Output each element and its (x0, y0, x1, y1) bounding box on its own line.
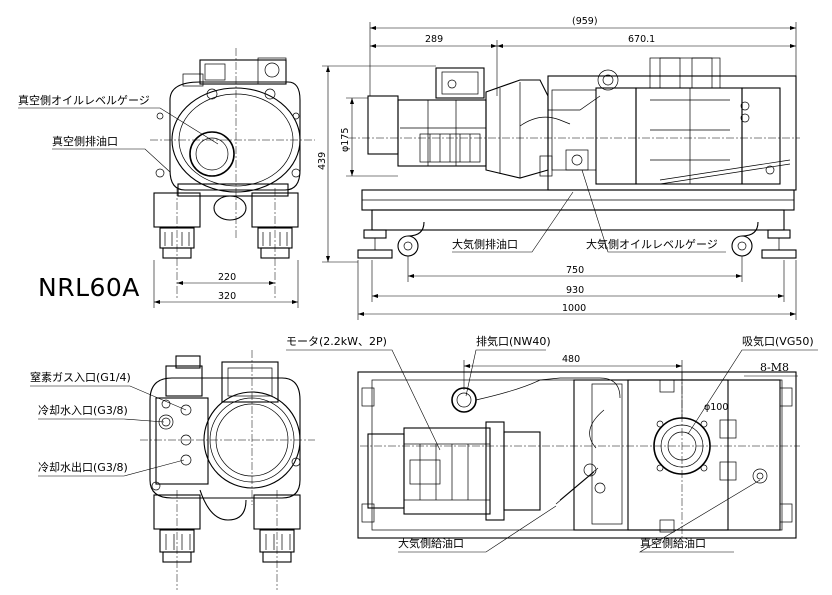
side-view (348, 57, 800, 259)
label-atm-oil-fill: 大気側給油口 (398, 536, 464, 550)
label-nitrogen-gas-inlet: 窒素ガス入口(G1/4) (30, 370, 131, 384)
label-mounting-bolts: 8-M8 (760, 361, 789, 374)
leader-vacuum-oil-level-gauge (18, 107, 219, 145)
label-atm-oil-level-gauge: 大気側オイルレベルゲージ (586, 237, 718, 251)
front-view (150, 48, 315, 300)
label-vacuum-oil-fill: 真空側給油口 (640, 536, 706, 550)
label-atm-oil-drain: 大気側排油口 (452, 237, 518, 251)
leader-cooling-water-inlet (38, 418, 165, 423)
rear-view (140, 350, 315, 590)
top-view (357, 371, 800, 540)
side-dimensions (322, 22, 797, 320)
leader-intake-port (687, 349, 818, 435)
leader-vacuum-oil-drain (52, 148, 171, 173)
dim-pump-outlet (463, 360, 683, 418)
dim-total-length: 1000 (562, 303, 586, 314)
leader-nitrogen-gas-inlet (30, 385, 187, 411)
label-motor: モータ(2.2kW、2P) (286, 335, 387, 348)
label-vacuum-oil-level-gauge: 真空側オイルレベルゲージ (18, 93, 150, 107)
front-dimensions (153, 260, 299, 308)
leader-cooling-water-outlet (38, 459, 185, 477)
leader-exhaust-port (465, 349, 546, 397)
leader-vacuum-oil-fill (638, 479, 761, 553)
dim-wheel-span: 750 (566, 265, 584, 276)
model-title: NRL60A (38, 273, 140, 302)
label-exhaust-port: 排気口(NW40) (476, 334, 551, 348)
leader-atm-oil-fill (398, 505, 557, 553)
label-intake-port: 吸気口(VG50) (742, 334, 814, 348)
dim-base-length: 930 (566, 285, 584, 296)
dim-motor-section: 289 (425, 34, 443, 45)
dim-overall-length: (959) (572, 16, 598, 27)
label-cooling-water-outlet: 冷却水出口(G3/8) (38, 460, 128, 474)
leader-atm-oil-level-gauge (581, 169, 726, 253)
dim-front-outer-width: 320 (218, 291, 236, 302)
dim-pump-section: 670.1 (628, 34, 655, 45)
dim-inlet-diameter: φ100 (704, 402, 728, 413)
dim-motor-diameter: φ175 (340, 128, 351, 152)
dim-front-inner-width: 220 (218, 272, 236, 283)
label-vacuum-oil-drain: 真空側排油口 (52, 134, 118, 148)
label-cooling-water-inlet: 冷却水入口(G3/8) (38, 404, 128, 417)
leader-motor (286, 349, 441, 451)
leader-atm-oil-drain (452, 191, 574, 253)
dim-pump-outlet-offset: 480 (562, 354, 580, 365)
dim-height: 439 (317, 152, 328, 170)
